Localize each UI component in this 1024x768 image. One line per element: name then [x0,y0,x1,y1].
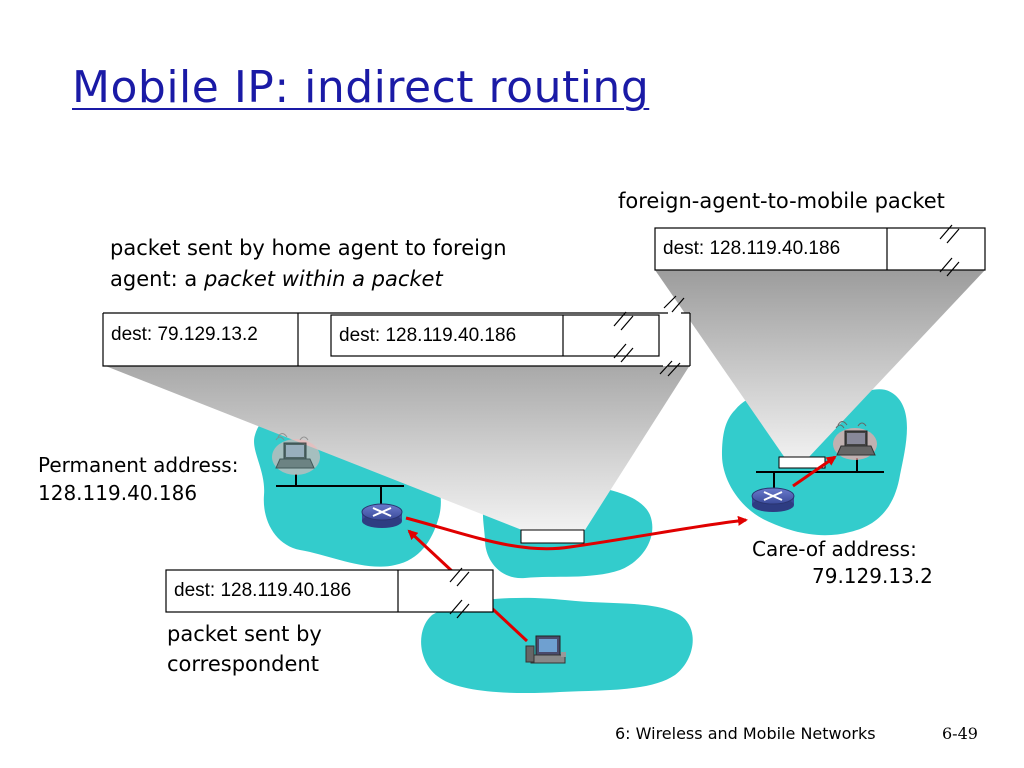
permanent-address-title: Permanent address: [38,453,239,477]
slide-title: Mobile IP: indirect routing [72,62,650,113]
care-of-address-value: 79.129.13.2 [812,564,933,588]
tunnel-arrow [405,515,748,551]
router-to-mobile-arrow [792,455,837,488]
correspondent-computer-icon [525,635,566,664]
home-agent-packet-label-line2: agent: a packet within a packet [110,264,443,294]
inner-packet-box [330,311,660,363]
tunnel-packet-box [520,529,585,544]
home-laptop-icon [272,433,320,475]
foreign-to-mobile-packet-box [654,224,986,277]
home-agent-packet-label-line1: packet sent by home agent to foreign [110,236,507,260]
correspondent-label-line1: packet sent by [167,622,322,646]
mobile-laptop-icon [833,421,877,460]
correspondent-packet-box [165,567,494,619]
outer-packet-dest: dest: 79.129.13.2 [111,324,258,345]
home-agent-packet-cone [103,365,690,530]
foreign-to-mobile-label: foreign-agent-to-mobile packet [618,189,945,213]
home-agent-label-prefix: agent: a [110,267,204,291]
foreign-router-icon [751,487,795,512]
care-of-address-title: Care-of address: [752,537,917,561]
home-router-icon [361,503,403,528]
foreign-agent-packet-box [778,456,826,469]
inner-packet-dest: dest: 128.119.40.186 [339,325,517,346]
footer-slide-number: 6-49 [942,724,978,743]
correspondent-label-line2: correspondent [167,652,319,676]
foreign-packet-cone [655,270,985,458]
foreign-to-mobile-dest: dest: 128.119.40.186 [663,238,841,259]
packet-within-packet-text: packet within a packet [203,267,443,291]
permanent-address-value: 128.119.40.186 [38,481,198,505]
correspondent-packet-dest: dest: 128.119.40.186 [174,580,352,601]
footer-chapter: 6: Wireless and Mobile Networks [615,724,876,743]
